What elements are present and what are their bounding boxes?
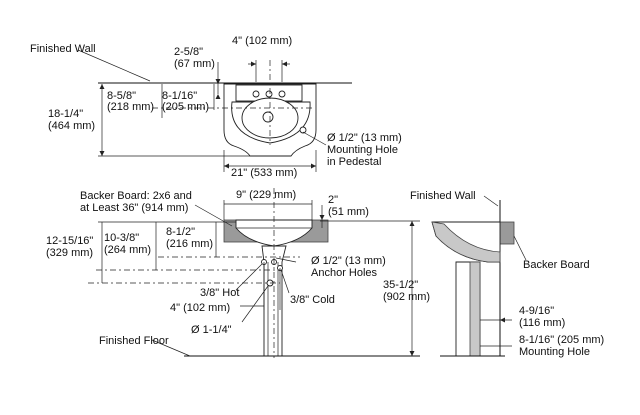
faucet-hole-right-icon	[278, 90, 286, 98]
dim-67-label: (67 mm)	[174, 58, 215, 70]
dim-264-label: (264 mm)	[104, 244, 151, 256]
mounting-hole-label-2: Mounting Hole	[327, 144, 398, 156]
drain-icon	[262, 111, 274, 123]
dim-116-label: (116 mm)	[519, 317, 565, 329]
pedestal-mounting-hole-icon	[299, 126, 307, 134]
mounting-hole-label-1: Ø 1/2" (13 mm)	[327, 132, 402, 144]
hot-leader	[235, 263, 263, 291]
floor-leader	[151, 339, 191, 357]
dim-4-arrow-icon	[251, 61, 287, 67]
side-pedestal-shade	[469, 261, 481, 357]
dim-4-9-16-arrow-icon	[500, 317, 505, 323]
side-mounting-hole-label: Mounting Hole	[519, 346, 590, 358]
dim-2-arrow-icon	[319, 215, 325, 220]
dim-4-label: 4" (102 mm)	[232, 35, 292, 47]
backer-label-2: at Least 36" (914 mm)	[80, 202, 188, 214]
cold-leader	[280, 269, 290, 294]
backer-leader	[194, 204, 233, 227]
side-dim-8-1-16-label: 8-1/16" (205 mm)	[519, 334, 604, 346]
dim-1-1-4-leader	[241, 285, 269, 323]
backer-label-1: Backer Board: 2x6 and	[80, 190, 192, 202]
side-finished-wall-label: Finished Wall	[410, 190, 476, 202]
dim-2-5-8-arrow-icon	[215, 79, 221, 99]
dim-902-label: (902 mm)	[383, 291, 430, 303]
cold-label: 3/8" Cold	[290, 294, 335, 306]
dim-8-1-2-label: 8-1/2"	[166, 226, 195, 238]
anchor-label-2: Anchor Holes	[311, 267, 378, 279]
dim-51-label: (51 mm)	[328, 206, 369, 218]
side-backer-board	[499, 221, 515, 245]
side-view: Finished Wall Backer Board 4-9/16" (116 …	[410, 190, 604, 358]
dim-21-label: 21" (533 mm)	[231, 167, 297, 179]
faucet-hole-center-icon	[265, 90, 273, 98]
front-view: 9" (229 mm) 2" (51 mm) 12-15/16" (329 mm…	[46, 188, 430, 358]
dim-4-9-16-label: 4-9/16"	[519, 305, 554, 317]
dim-205-label: (205 mm)	[162, 101, 209, 113]
finished-wall-leader	[77, 49, 151, 82]
dim-1-1-4-label: Ø 1-1/4"	[191, 324, 232, 336]
dim-4-102-label: 4" (102 mm)	[170, 302, 230, 314]
dim-12-label: 12-15/16"	[46, 235, 93, 247]
mounting-hole-leader	[302, 131, 327, 146]
mounting-hole-label-3: in Pedestal	[327, 156, 381, 168]
dim-18-1-4-label: 18-1/4"	[48, 108, 83, 120]
dim-464-label: (464 mm)	[48, 120, 95, 132]
dim-216-label: (216 mm)	[166, 238, 213, 250]
dim-9-label: 9" (229 mm)	[236, 189, 296, 201]
dim-8-5-8-label: 8-5/8"	[107, 90, 136, 102]
dim-8-1-16-label: 8-1/16"	[162, 90, 197, 102]
faucet-hole-left-icon	[252, 90, 260, 98]
floor-label: Finished Floor	[99, 335, 169, 347]
side-backer-label: Backer Board	[523, 259, 590, 271]
dim-329-label: (329 mm)	[46, 247, 93, 259]
side-sink-shade	[431, 221, 501, 263]
top-finished-wall-label: Finished Wall	[30, 43, 96, 55]
dim-10-label: 10-3/8"	[104, 232, 139, 244]
top-view: 4" (102 mm) 2-5/8" (67 mm) 8-5/8" (218 m…	[30, 35, 402, 179]
dim-35-label: 35-1/2"	[383, 279, 418, 291]
dim-218-label: (218 mm)	[107, 101, 154, 113]
anchor-label-1: Ø 1/2" (13 mm)	[311, 255, 386, 267]
dim-2-label: 2"	[328, 194, 338, 206]
hot-label: 3/8" Hot	[200, 287, 239, 299]
side-backer-leader	[513, 235, 527, 261]
dim-2-5-8-label: 2-5/8"	[174, 46, 203, 58]
anchor-leader	[275, 257, 297, 263]
side-wall-leader	[483, 195, 499, 207]
